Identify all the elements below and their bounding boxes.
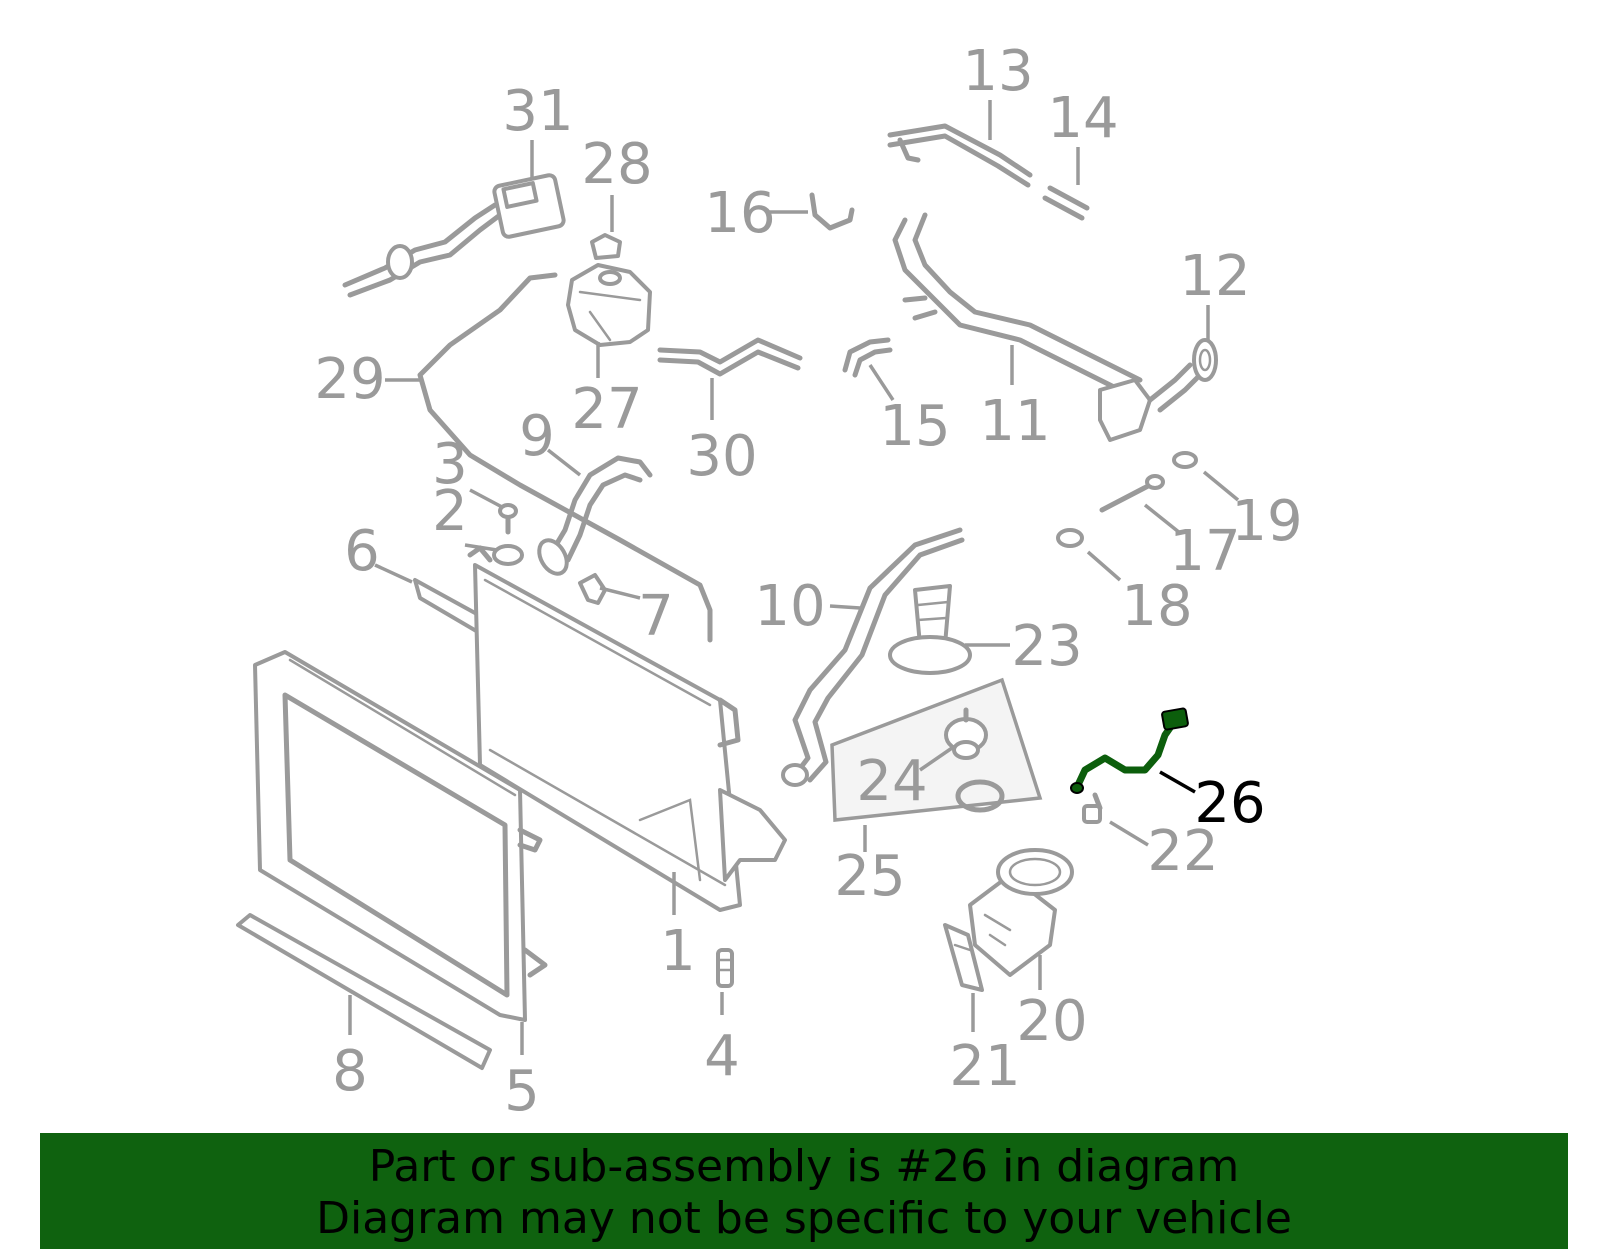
part-23-housing — [888, 584, 972, 675]
part-17-sensor — [1099, 474, 1165, 513]
leader-18 — [1086, 550, 1122, 582]
leader-6 — [374, 563, 413, 584]
leader-10 — [829, 604, 861, 610]
part-12-gasket — [1192, 338, 1218, 382]
banner-line-disclaimer: Diagram may not be specific to your vehi… — [316, 1193, 1292, 1244]
part-31-sensor — [342, 173, 566, 298]
callout-11: 11 — [979, 389, 1050, 454]
part-27-expansion-tank — [566, 263, 652, 347]
part-28-cap — [590, 233, 622, 260]
part-9-upper-hose — [537, 455, 653, 576]
callout-18: 18 — [1121, 574, 1192, 639]
leader-3 — [469, 488, 503, 509]
part-4-drain-plug — [716, 948, 734, 988]
callout-8: 8 — [332, 1039, 368, 1104]
leader-2 — [464, 543, 498, 552]
callout-15: 15 — [879, 394, 950, 459]
part-11-water-pipe — [892, 212, 1203, 442]
part-29-vent-line — [417, 272, 713, 643]
callout-20: 20 — [1016, 989, 1087, 1054]
callout-24: 24 — [856, 749, 927, 814]
callout-2: 2 — [432, 479, 468, 544]
part-15-elbow — [842, 337, 893, 378]
part-19-sensor — [1172, 451, 1198, 469]
part-8-lower-bar — [236, 913, 492, 1070]
leader-26 — [1159, 770, 1196, 794]
callout-16: 16 — [704, 181, 775, 246]
part-20-housing — [968, 848, 1074, 977]
leader-24 — [919, 746, 953, 772]
info-banner: Part or sub-assembly is #26 in diagram D… — [40, 1133, 1568, 1249]
leader-19 — [1202, 470, 1240, 502]
part-2-clip — [492, 544, 524, 566]
part-21-gasket — [943, 923, 984, 992]
leader-7 — [599, 586, 641, 600]
callout-9: 9 — [519, 404, 555, 469]
part-1-radiator — [467, 545, 787, 912]
callout-26-highlighted: 26 — [1194, 771, 1265, 836]
part-18-sensor — [1056, 528, 1084, 548]
callout-10: 10 — [754, 574, 825, 639]
part-13-pipe — [887, 123, 1033, 188]
part-30-hose — [657, 337, 803, 377]
part-14-tube — [1042, 185, 1090, 221]
callout-31: 31 — [502, 79, 573, 144]
callout-21: 21 — [949, 1034, 1020, 1099]
leader-22 — [1109, 820, 1149, 847]
part-26-highlighted-sensor — [1070, 707, 1189, 794]
leader-15 — [868, 364, 895, 401]
part-5-condenser — [253, 650, 548, 1022]
callout-7: 7 — [638, 584, 674, 649]
callout-28: 28 — [581, 132, 652, 197]
part-3-bolt — [498, 503, 518, 535]
leader-lines — [348, 100, 1240, 1055]
callout-5: 5 — [504, 1059, 540, 1124]
callout-29: 29 — [314, 347, 385, 412]
callout-6: 6 — [344, 519, 380, 584]
part-7-bracket — [578, 573, 607, 605]
callout-12: 12 — [1179, 244, 1250, 309]
callout-1: 1 — [660, 919, 696, 984]
callout-3: 3 — [432, 432, 468, 497]
part-10-lower-hose — [781, 527, 965, 787]
banner-line-part-number: Part or sub-assembly is #26 in diagram — [368, 1141, 1240, 1192]
leader-9 — [546, 448, 582, 477]
callout-13: 13 — [962, 39, 1033, 104]
callout-30: 30 — [686, 424, 757, 489]
part-16-hose — [809, 192, 855, 231]
callout-22: 22 — [1147, 819, 1218, 884]
part-24-thermostat — [944, 707, 1005, 813]
leader-17 — [1143, 503, 1182, 535]
callout-23: 23 — [1011, 614, 1082, 679]
callout-27: 27 — [571, 377, 642, 442]
callout-labels: 1 2 3 4 5 6 7 8 9 10 11 12 13 14 15 16 1… — [314, 39, 1302, 1124]
callout-19: 19 — [1231, 489, 1302, 554]
callout-25: 25 — [834, 844, 905, 909]
callout-4: 4 — [704, 1024, 740, 1089]
callout-17: 17 — [1169, 519, 1240, 584]
callout-14: 14 — [1047, 86, 1118, 151]
part-22-bolt — [1082, 792, 1103, 824]
